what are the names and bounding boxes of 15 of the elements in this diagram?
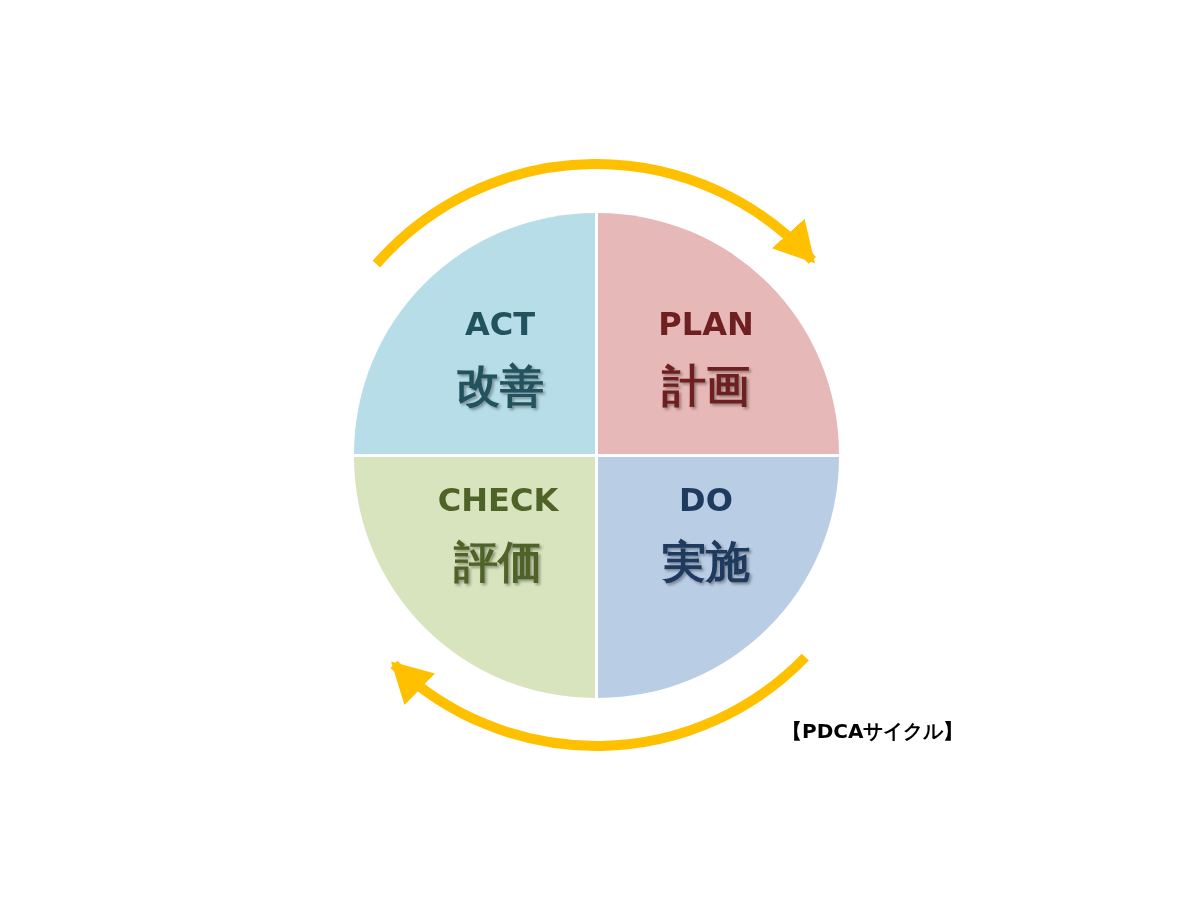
- quadrant-segment: [598, 213, 839, 454]
- cycle-arrow: [372, 159, 816, 268]
- phase-term: 計画: [662, 359, 750, 413]
- caption: 【PDCAサイクル】: [782, 718, 964, 745]
- phase-label: PLAN: [658, 305, 754, 343]
- phase-term: 改善: [456, 359, 544, 413]
- quadrant-segment: [354, 213, 595, 454]
- quadrant-segment: [354, 457, 595, 698]
- phase-term: 評価: [454, 535, 542, 589]
- phase-label: ACT: [464, 305, 536, 343]
- quadrant-segment: [598, 457, 839, 698]
- phase-label: CHECK: [437, 481, 559, 519]
- phase-label: DO: [679, 481, 733, 519]
- phase-term: 実施: [662, 535, 750, 589]
- cycle-arrow: [390, 653, 809, 751]
